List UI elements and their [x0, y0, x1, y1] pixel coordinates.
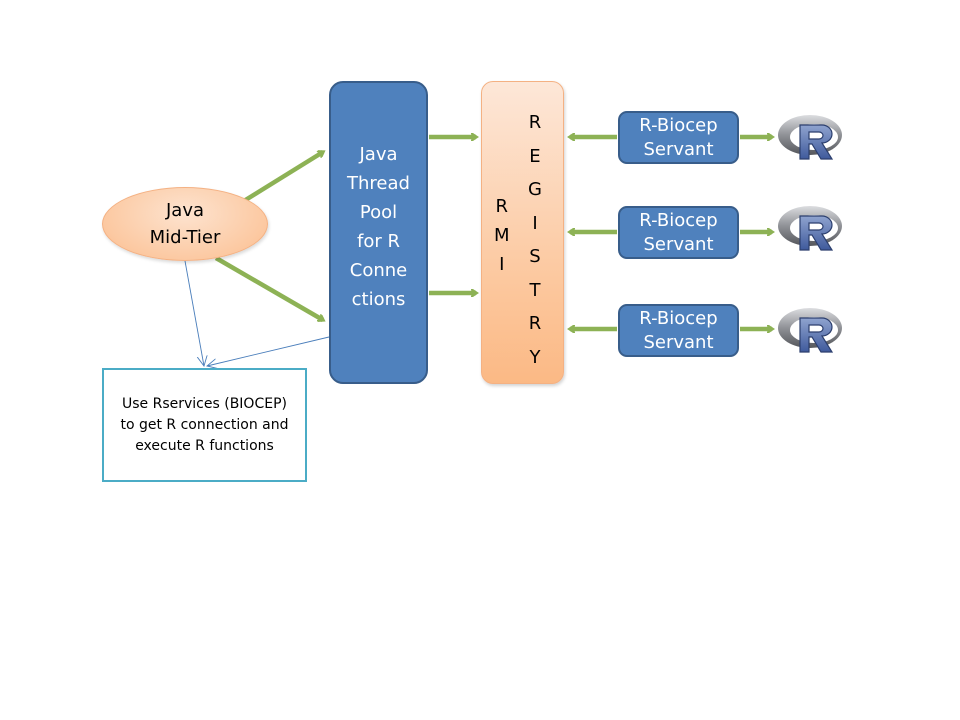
edge-midtier-note [184, 260, 204, 366]
servant-label-line2: Servant [643, 331, 714, 353]
rmi-vertical-label: R M I [494, 192, 510, 279]
threadpool-label-line: for R [357, 230, 400, 252]
java-mid-tier-node: Java Mid-Tier [102, 187, 268, 261]
threadpool-label-line: Conne [349, 259, 408, 281]
threadpool-label-line: Thread [347, 172, 410, 194]
registry-letter: R [528, 313, 542, 334]
r-logo-icon: R [776, 109, 842, 160]
registry-letter: E [529, 145, 541, 167]
r-biocep-servant-node: R-Biocep Servant [618, 111, 739, 164]
threadpool-label-line: ctions [351, 288, 406, 310]
threadpool-label-line: Java [359, 143, 398, 165]
rmi-registry-node: R M I R E G I S T R Y [481, 81, 564, 384]
edge-threadpool-note [207, 336, 330, 366]
midtier-label-line1: Java [165, 200, 205, 221]
registry-letter: R [528, 112, 542, 133]
edge-midtier-threadpool-upper [237, 150, 323, 206]
rmi-letter: I [499, 254, 505, 275]
servant-label-line1: R-Biocep [639, 114, 718, 136]
servant-label-line1: R-Biocep [639, 307, 718, 329]
registry-letter: G [528, 179, 542, 200]
r-biocep-servant-node: R-Biocep Servant [618, 304, 739, 357]
r-logo-letter: R [776, 109, 777, 110]
registry-letter: Y [529, 346, 541, 368]
note-line: to get R connection and [120, 416, 289, 433]
note-line: Use Rservices (BIOCEP) [122, 395, 287, 412]
rmi-letter: R [495, 196, 509, 217]
rmi-letter: M [494, 225, 510, 246]
java-thread-pool-node: Java Thread Pool for R Conne ctions [329, 81, 428, 384]
edge-midtier-threadpool-lower [214, 256, 323, 320]
note-line: execute R functions [135, 437, 274, 454]
midtier-label-line2: Mid-Tier [149, 227, 221, 248]
registry-letter: S [529, 246, 541, 267]
r-logo-icon [778, 308, 842, 353]
threadpool-label-line: Pool [359, 201, 398, 223]
registry-letter: I [532, 212, 538, 234]
registry-letter: T [529, 279, 541, 301]
registry-vertical-label: R E G I S T R Y [528, 106, 542, 374]
r-logo-icon [778, 206, 842, 251]
servant-label-line2: Servant [643, 233, 714, 255]
servant-label-line2: Servant [643, 138, 714, 160]
r-biocep-servant-node: R-Biocep Servant [618, 206, 739, 259]
rservices-note-box: Use Rservices (BIOCEP) to get R connecti… [102, 368, 307, 482]
servant-label-line1: R-Biocep [639, 209, 718, 231]
